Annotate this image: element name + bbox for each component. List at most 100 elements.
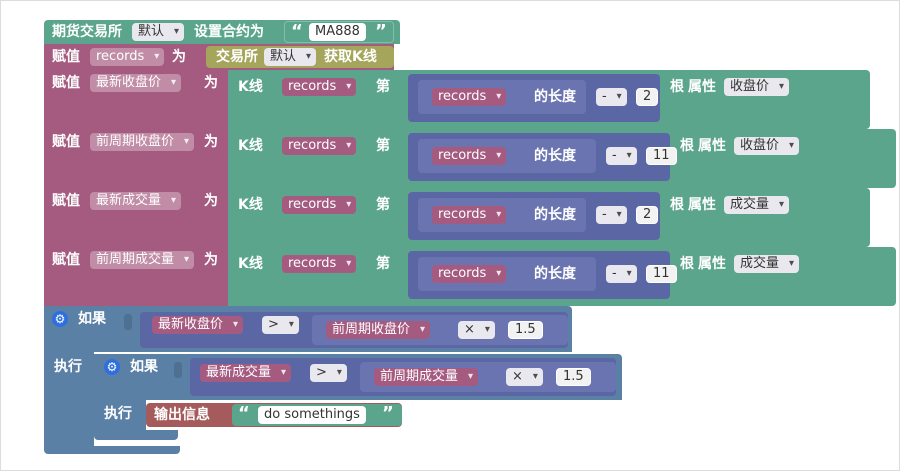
attr-label: 属性: [688, 79, 716, 95]
assign-row[interactable]: 赋值 最新成交量 为: [44, 188, 244, 247]
output-label: 输出信息: [154, 407, 210, 423]
compare-op-dropdown-2[interactable]: >: [310, 364, 347, 382]
assign-row[interactable]: 赋值 最新收盘价 为: [44, 70, 244, 129]
records-var-dropdown[interactable]: records: [90, 48, 165, 66]
nth-label: 第: [376, 256, 390, 272]
length-label: 的长度: [534, 207, 576, 223]
length-block[interactable]: records 的长度: [418, 139, 596, 173]
assign-records-block[interactable]: 赋值 records 为 交易所 默认 获取K线: [44, 44, 394, 70]
index-expression-block[interactable]: records 的长度 - 11: [408, 133, 677, 181]
kline-label: K线: [238, 197, 263, 213]
target-var-dropdown[interactable]: 最新成交量: [90, 192, 182, 210]
target-var-dropdown[interactable]: 前周期收盘价: [90, 133, 195, 151]
target-var-dropdown[interactable]: 前周期成交量: [90, 251, 195, 269]
left-var-dropdown-2[interactable]: 最新成交量: [200, 364, 292, 382]
nth-label: 第: [376, 197, 390, 213]
assign-label: 赋值: [52, 193, 80, 209]
exchange-label: 期货交易所: [52, 24, 122, 40]
output-text-field[interactable]: do somethings: [258, 406, 366, 424]
minus-op-dropdown[interactable]: -: [596, 88, 627, 106]
records-length-dropdown[interactable]: records: [432, 88, 507, 106]
exchange-dropdown[interactable]: 默认: [132, 23, 185, 41]
multiplier-number-2[interactable]: 1.5: [556, 368, 591, 386]
target-var-dropdown[interactable]: 最新收盘价: [90, 74, 182, 92]
multiply-op-dropdown[interactable]: ×: [458, 321, 495, 339]
do-label-2: 执行: [104, 406, 132, 422]
records-length-dropdown[interactable]: records: [432, 265, 507, 283]
exchange2-dropdown[interactable]: 默认: [264, 48, 317, 66]
gear-icon-2[interactable]: ⚙: [104, 359, 120, 375]
attribute-dropdown[interactable]: 成交量: [734, 255, 800, 273]
kline-value-block[interactable]: K线 records 第 records 的长度 - 2 根 属性 成交量: [228, 188, 870, 247]
if-block-inner-bottom: [94, 430, 178, 440]
string-block[interactable]: “ MA888 ”: [284, 21, 394, 43]
multiplier-number[interactable]: 1.5: [508, 321, 543, 339]
get-kline-block[interactable]: 交易所 默认 获取K线: [206, 46, 394, 68]
assign-label: 赋值: [52, 134, 80, 150]
length-label: 的长度: [534, 89, 576, 105]
exchange-text: 交易所: [216, 49, 258, 65]
assign-row[interactable]: 赋值 前周期成交量 为: [44, 247, 244, 306]
compare-block[interactable]: 最新收盘价 > 前周期收盘价 × 1.5: [140, 312, 568, 348]
index-expression-block[interactable]: records 的长度 - 11: [408, 251, 677, 299]
offset-number[interactable]: 2: [636, 88, 659, 106]
records-length-dropdown[interactable]: records: [432, 147, 507, 165]
if-block-outer[interactable]: ⚙ 如果 最新收盘价 > 前周期收盘价 × 1.5: [44, 306, 572, 352]
index-expression-block[interactable]: records 的长度 - 2: [408, 74, 660, 122]
length-block[interactable]: records 的长度: [418, 80, 586, 114]
assign-row[interactable]: 赋值 前周期收盘价 为: [44, 129, 244, 188]
attribute-dropdown[interactable]: 收盘价: [734, 137, 800, 155]
contract-field[interactable]: MA888: [309, 23, 366, 41]
if-block-body-left: [44, 352, 94, 446]
gear-icon[interactable]: ⚙: [52, 311, 68, 327]
if-input-notch-2: [174, 362, 182, 378]
root-label: 根: [680, 256, 694, 272]
right-var-dropdown[interactable]: 前周期收盘价: [326, 321, 431, 339]
as-label: 为: [204, 252, 218, 268]
root-label: 根: [670, 197, 684, 213]
records-length-dropdown[interactable]: records: [432, 206, 507, 224]
output-string-block[interactable]: “ do somethings ”: [232, 404, 402, 426]
kline-value-block[interactable]: K线 records 第 records 的长度 - 11 根 属性 收盘价: [228, 129, 896, 188]
left-var-dropdown[interactable]: 最新收盘价: [152, 316, 244, 334]
multiply-block-2[interactable]: 前周期成交量 × 1.5: [360, 362, 616, 392]
length-block[interactable]: records 的长度: [418, 257, 596, 291]
if-block-inner[interactable]: ⚙ 如果 最新成交量 > 前周期成交量 × 1.5: [94, 354, 622, 400]
set-contract-block[interactable]: 期货交易所 默认 设置合约为 “ MA888 ”: [44, 20, 400, 44]
output-block[interactable]: 输出信息 “ do somethings ”: [146, 403, 402, 427]
offset-number[interactable]: 2: [636, 206, 659, 224]
records-dropdown[interactable]: records: [282, 255, 357, 273]
right-var-dropdown-2[interactable]: 前周期成交量: [374, 368, 479, 386]
records-dropdown[interactable]: records: [282, 78, 357, 96]
multiply-block[interactable]: 前周期收盘价 × 1.5: [312, 315, 568, 345]
length-label: 的长度: [534, 266, 576, 282]
length-block[interactable]: records 的长度: [418, 198, 586, 232]
length-label: 的长度: [534, 148, 576, 164]
nth-label: 第: [376, 138, 390, 154]
if-block-bottom: [44, 446, 180, 454]
compare-op-dropdown[interactable]: >: [262, 316, 299, 334]
kline-value-block[interactable]: K线 records 第 records 的长度 - 11 根 属性 成交量: [228, 247, 896, 306]
index-expression-block[interactable]: records 的长度 - 2: [408, 192, 660, 240]
as-label: 为: [204, 75, 218, 91]
records-dropdown[interactable]: records: [282, 137, 357, 155]
compare-block-2[interactable]: 最新成交量 > 前周期成交量 × 1.5: [190, 358, 616, 396]
multiply-op-dropdown-2[interactable]: ×: [506, 368, 543, 386]
assign-label: 赋值: [52, 49, 80, 65]
attr-label: 属性: [698, 256, 726, 272]
root-label: 根: [670, 79, 684, 95]
kline-label: K线: [238, 256, 263, 272]
minus-op-dropdown[interactable]: -: [606, 147, 637, 165]
minus-op-dropdown[interactable]: -: [606, 265, 637, 283]
assign-label: 赋值: [52, 252, 80, 268]
attribute-dropdown[interactable]: 收盘价: [724, 78, 790, 96]
close-quote-icon-2: ”: [382, 403, 394, 424]
offset-number[interactable]: 11: [646, 147, 677, 165]
do-label: 执行: [54, 359, 82, 375]
minus-op-dropdown[interactable]: -: [596, 206, 627, 224]
records-dropdown[interactable]: records: [282, 196, 357, 214]
kline-value-block[interactable]: K线 records 第 records 的长度 - 2 根 属性 收盘价: [228, 70, 870, 129]
as-label: 为: [204, 134, 218, 150]
offset-number[interactable]: 11: [646, 265, 677, 283]
attribute-dropdown[interactable]: 成交量: [724, 196, 790, 214]
